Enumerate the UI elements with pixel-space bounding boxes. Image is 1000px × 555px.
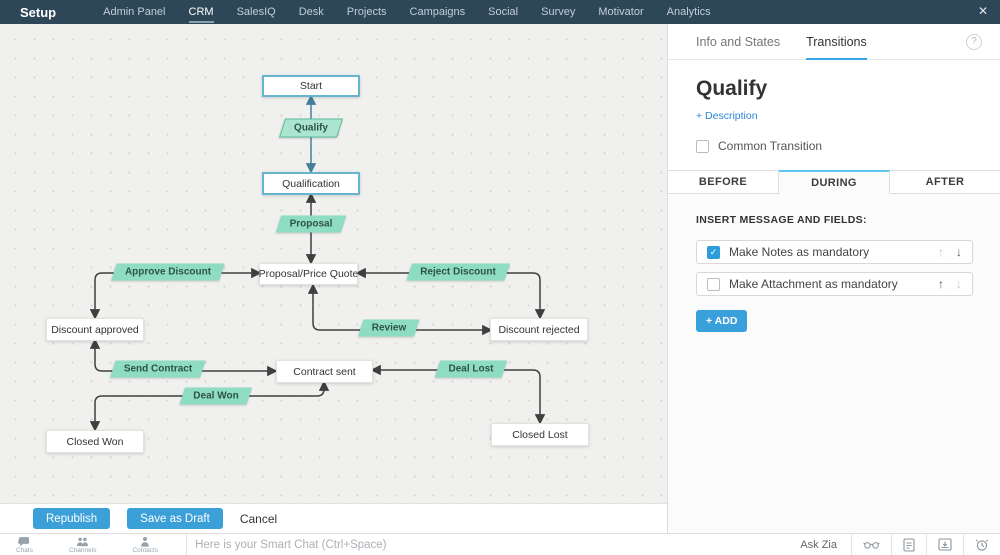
transition-label: Review (371, 322, 407, 334)
divider (891, 533, 892, 555)
divider (926, 533, 927, 555)
transition-label: Deal Lost (448, 363, 494, 375)
transition-label: Deal Won (193, 390, 239, 402)
nav-item-social[interactable]: Social (488, 6, 519, 18)
add-button[interactable]: + ADD (696, 310, 748, 332)
common-transition-row: Common Transition (696, 139, 1000, 153)
move-up-icon[interactable]: ↑ (938, 277, 944, 291)
inbox-tray-icon[interactable] (927, 538, 963, 551)
state-discount-rejected[interactable]: Discount rejected (490, 318, 588, 341)
transition-deal-won[interactable]: Deal Won (179, 387, 253, 405)
insert-fields-heading: INSERT MESSAGE AND FIELDS: (696, 214, 867, 226)
smart-chat-bar: Chats Channels Contacts Here is your Sma… (0, 533, 1000, 555)
nav-item-projects[interactable]: Projects (346, 6, 387, 18)
transition-review[interactable]: Review (358, 319, 420, 337)
transition-label: Send Contract (123, 363, 193, 375)
divider (186, 533, 188, 555)
edge-send-contract[interactable] (89, 338, 278, 377)
top-nav: Admin Panel CRM SalesIQ Desk Projects Campaig… (103, 6, 711, 23)
tab-info-and-states[interactable]: Info and States (696, 34, 781, 49)
add-description-link[interactable]: + Description (696, 110, 758, 122)
common-transition-checkbox[interactable] (696, 139, 709, 153)
edge-review[interactable] (307, 283, 493, 336)
transition-title: Qualify (696, 77, 768, 100)
common-transition-label: Common Transition (718, 139, 823, 153)
nav-item-admin-panel[interactable]: Admin Panel (103, 6, 166, 18)
channels-icon (75, 536, 90, 547)
transition-panel: Info and States Transitions ? Qualify + … (667, 24, 1000, 533)
setup-title: Setup (20, 4, 57, 20)
edge-reject-discount[interactable] (355, 267, 546, 320)
panel-tabs: Info and States Transitions ? (668, 24, 1000, 60)
field-list: ✓Make Notes as mandatory↑↓Make Attachmen… (696, 240, 973, 296)
edge-deal-lost[interactable] (370, 364, 546, 425)
state-proposal-price-quote[interactable]: Proposal/Price Quote (259, 263, 358, 285)
tab-transitions[interactable]: Transitions (806, 24, 867, 60)
stage-tab-before[interactable]: BEFORE (668, 170, 779, 194)
save-as-draft-button[interactable]: Save as Draft (127, 508, 223, 529)
transition-qualify[interactable]: Qualify (278, 118, 344, 138)
republish-button[interactable]: Republish (33, 508, 111, 529)
field-row-make-attachment-as-mandatory: Make Attachment as mandatory ↑ ↓ (696, 272, 973, 296)
transition-label: Approve Discount (124, 266, 212, 278)
nav-item-crm[interactable]: CRM (188, 6, 214, 23)
zia-glasses-icon[interactable] (852, 539, 891, 550)
during-tab-content: INSERT MESSAGE AND FIELDS: ✓ Make Notes a… (668, 194, 1000, 533)
transition-reject-discount[interactable]: Reject Discount (406, 263, 510, 281)
field-checkbox[interactable] (707, 277, 720, 291)
state-contract-sent[interactable]: Contract sent (276, 360, 373, 383)
nav-item-analytics[interactable]: Analytics (666, 6, 711, 18)
edge-approve-discount[interactable] (89, 267, 262, 320)
notes-icon[interactable] (892, 537, 926, 552)
contacts-button[interactable]: Contacts (132, 536, 158, 554)
ask-zia-button[interactable]: Ask Zia (800, 538, 837, 551)
close-icon[interactable]: ✕ (977, 4, 988, 18)
field-label: Make Notes as mandatory (729, 245, 870, 259)
smart-chat-input[interactable]: Here is your Smart Chat (Ctrl+Space) (195, 538, 387, 551)
state-qualification[interactable]: Qualification (262, 172, 360, 195)
canvas-footer: Republish Save as Draft Cancel (0, 503, 667, 533)
field-label: Make Attachment as mandatory (729, 277, 898, 291)
move-down-icon[interactable]: ↓ (956, 277, 962, 291)
stage-tab-after[interactable]: AFTER (890, 170, 1000, 194)
field-row-make-notes-as-mandatory: ✓ Make Notes as mandatory ↑ ↓ (696, 240, 973, 264)
nav-item-desk[interactable]: Desk (298, 6, 324, 18)
help-icon[interactable]: ? (966, 34, 982, 50)
alarm-clock-icon[interactable] (964, 538, 1000, 552)
chats-button[interactable]: Chats (16, 536, 33, 554)
divider (963, 533, 964, 555)
state-closed-lost[interactable]: Closed Lost (491, 423, 589, 446)
top-bar: Setup Admin Panel CRM SalesIQ Desk Projects C… (0, 0, 1000, 24)
divider (851, 533, 852, 555)
state-start[interactable]: Start (262, 75, 360, 97)
transition-label: Reject Discount (420, 266, 496, 278)
stage-tab-during[interactable]: DURING (779, 170, 890, 194)
nav-item-campaigns[interactable]: Campaigns (409, 6, 466, 18)
field-checkbox[interactable]: ✓ (707, 245, 720, 259)
state-discount-approved[interactable]: Discount approved (46, 318, 144, 341)
contact-person-icon (139, 536, 151, 547)
channels-button[interactable]: Channels (69, 536, 96, 554)
cancel-button[interactable]: Cancel (239, 511, 278, 526)
chat-bubble-icon (17, 536, 31, 547)
transition-label: Proposal (289, 218, 333, 230)
nav-item-motivator[interactable]: Motivator (598, 6, 644, 18)
transition-deal-lost[interactable]: Deal Lost (434, 360, 508, 378)
transition-approve-discount[interactable]: Approve Discount (111, 263, 225, 281)
transition-label: Qualify (294, 122, 328, 134)
move-up-icon[interactable]: ↑ (938, 245, 944, 259)
nav-item-salesiq[interactable]: SalesIQ (236, 6, 276, 18)
move-down-icon[interactable]: ↓ (956, 245, 962, 259)
transition-send-contract[interactable]: Send Contract (110, 360, 206, 378)
transition-proposal[interactable]: Proposal (275, 215, 347, 233)
nav-item-survey[interactable]: Survey (541, 6, 576, 18)
state-closed-won[interactable]: Closed Won (46, 430, 144, 453)
chat-bar-tools: Ask Zia (786, 533, 1000, 555)
